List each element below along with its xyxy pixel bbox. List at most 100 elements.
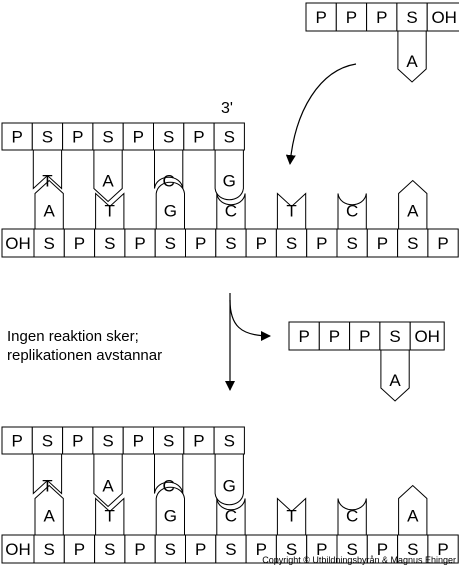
incoming_nucleotide-backbone-0-cell bbox=[305, 2, 337, 32]
incoming_nucleotide-base-letter: A bbox=[406, 52, 418, 71]
bottom-template-base-6-letter: A bbox=[407, 507, 419, 526]
bottom-template-base-4-shape bbox=[276, 497, 307, 535]
incoming_nucleotide-backbone-3-label: S bbox=[406, 8, 417, 27]
top-template-11-label: S bbox=[346, 234, 357, 253]
top-template-6-label: P bbox=[195, 234, 206, 253]
top-primer-6-label: P bbox=[193, 128, 204, 147]
bottom-primer-base-3-shape bbox=[214, 454, 244, 506]
top-primer-base-0-shape bbox=[32, 150, 63, 190]
bottom-template-base-6-shape bbox=[398, 484, 428, 535]
top-template-base-5-shape bbox=[337, 193, 367, 229]
bottom-template-3-label: S bbox=[104, 540, 115, 559]
top-template-4-label: P bbox=[134, 234, 145, 253]
top-template-12-cell bbox=[366, 228, 399, 258]
three-prime-label: 3' bbox=[221, 100, 233, 117]
bottom-template-4-label: P bbox=[134, 540, 145, 559]
bottom-primer-2-label: P bbox=[72, 432, 83, 451]
top-template-base-2-shape bbox=[155, 181, 185, 229]
bottom-template-base-3-letter: C bbox=[225, 507, 237, 526]
side-arrow bbox=[229, 299, 271, 341]
bottom-primer-base-0-letter: T bbox=[42, 477, 52, 496]
bottom-primer-1-label: S bbox=[42, 432, 53, 451]
bottom-template-base-2-letter: G bbox=[164, 507, 177, 526]
top-template-14-label: P bbox=[437, 234, 448, 253]
top-primer-base-1-letter: A bbox=[102, 172, 114, 191]
expelled_nucleotide-backbone-0-label: P bbox=[298, 327, 309, 346]
top-primer-3-label: S bbox=[102, 128, 113, 147]
top-primer-0-cell bbox=[1, 122, 33, 151]
top-primer-0-label: P bbox=[11, 128, 22, 147]
top-template-6-cell bbox=[185, 228, 217, 258]
caption-line-2: replikationen avstannar bbox=[7, 347, 162, 364]
top-primer-base-3-letter: G bbox=[223, 172, 236, 191]
top-template-13-label: S bbox=[407, 234, 418, 253]
top-template-2-cell bbox=[63, 228, 96, 258]
bottom-primer-6-cell bbox=[183, 426, 215, 455]
bottom-template-5-cell bbox=[154, 534, 186, 564]
top-primer-base-2-letter: C bbox=[163, 172, 175, 191]
incoming_nucleotide-backbone-4-cell bbox=[426, 2, 459, 32]
incoming_nucleotide-backbone-1-label: P bbox=[346, 8, 357, 27]
incoming_nucleotide-base-shape bbox=[397, 31, 427, 83]
bottom-primer-0-cell bbox=[1, 426, 33, 455]
top-primer-base-0-letter: T bbox=[42, 172, 52, 191]
top-template-13-cell bbox=[397, 228, 429, 258]
expelled_nucleotide-backbone-3-label: S bbox=[389, 327, 400, 346]
top-template-base-1-shape bbox=[95, 192, 125, 229]
top-template-5-label: S bbox=[165, 234, 176, 253]
top-template-base-6-shape bbox=[398, 179, 428, 229]
bottom-template-base-5-letter: C bbox=[346, 507, 358, 526]
top-template-2-label: P bbox=[74, 234, 85, 253]
top-primer-4-label: P bbox=[133, 128, 144, 147]
bottom-primer-6-label: P bbox=[193, 432, 204, 451]
bottom-template-base-3-shape bbox=[216, 498, 246, 535]
top-template-base-5-letter: C bbox=[346, 202, 358, 221]
expelled_nucleotide-backbone-4-label: OH bbox=[414, 327, 440, 346]
bottom-template-2-label: P bbox=[74, 540, 85, 559]
bottom-primer-base-1-letter: A bbox=[102, 477, 114, 496]
expelled_nucleotide-backbone-2-label: P bbox=[359, 327, 370, 346]
top-primer-7-cell bbox=[213, 122, 245, 151]
top-template-base-6-letter: A bbox=[407, 202, 419, 221]
top-template-14-cell bbox=[427, 228, 459, 258]
top-template-base-2-letter: G bbox=[164, 202, 177, 221]
bottom-template-base-4-letter: T bbox=[286, 507, 296, 526]
bottom-primer-base-2-letter: C bbox=[163, 477, 175, 496]
bottom-template-5-label: S bbox=[165, 540, 176, 559]
bottom-template-1-label: S bbox=[43, 540, 54, 559]
top-template-1-label: S bbox=[43, 234, 54, 253]
caption-line-1: Ingen reaktion sker; bbox=[7, 328, 139, 345]
top-primer-base-3-shape bbox=[214, 150, 244, 201]
top-primer-2-cell bbox=[62, 122, 94, 151]
top-template-0-cell bbox=[1, 228, 35, 258]
expelled_nucleotide-backbone-4-cell bbox=[409, 321, 445, 351]
incoming_nucleotide-backbone-1-cell bbox=[335, 2, 368, 32]
bottom-primer-7-label: S bbox=[224, 432, 235, 451]
top-primer-5-label: S bbox=[163, 128, 174, 147]
bottom-template-0-label: OH bbox=[5, 540, 31, 559]
top-primer-base-1-shape bbox=[93, 150, 123, 203]
top-template-base-3-letter: C bbox=[225, 202, 237, 221]
bottom-template-base-0-shape bbox=[34, 484, 64, 535]
bottom-template-9-label: S bbox=[286, 540, 297, 559]
top-template-3-label: S bbox=[104, 234, 115, 253]
bottom-primer-7-cell bbox=[213, 426, 245, 455]
bottom-primer-base-3-letter: G bbox=[223, 477, 236, 496]
top-template-12-label: P bbox=[377, 234, 388, 253]
top-template-base-0-shape bbox=[34, 179, 64, 229]
top-template-9-label: S bbox=[286, 234, 297, 253]
bottom-primer-2-cell bbox=[62, 426, 94, 455]
bottom-primer-5-label: S bbox=[163, 432, 174, 451]
bottom-primer-4-label: P bbox=[133, 432, 144, 451]
incoming_nucleotide-backbone-2-label: P bbox=[376, 8, 387, 27]
bottom-template-3-cell bbox=[94, 534, 126, 564]
bottom-template-8-label: P bbox=[256, 540, 267, 559]
top-template-10-cell bbox=[306, 228, 338, 258]
bottom-template-12-label: P bbox=[377, 540, 388, 559]
top-template-base-0-letter: A bbox=[43, 202, 55, 221]
bottom-template-6-label: P bbox=[195, 540, 206, 559]
top-template-base-4-letter: T bbox=[286, 202, 296, 221]
top-template-11-cell bbox=[336, 228, 368, 258]
